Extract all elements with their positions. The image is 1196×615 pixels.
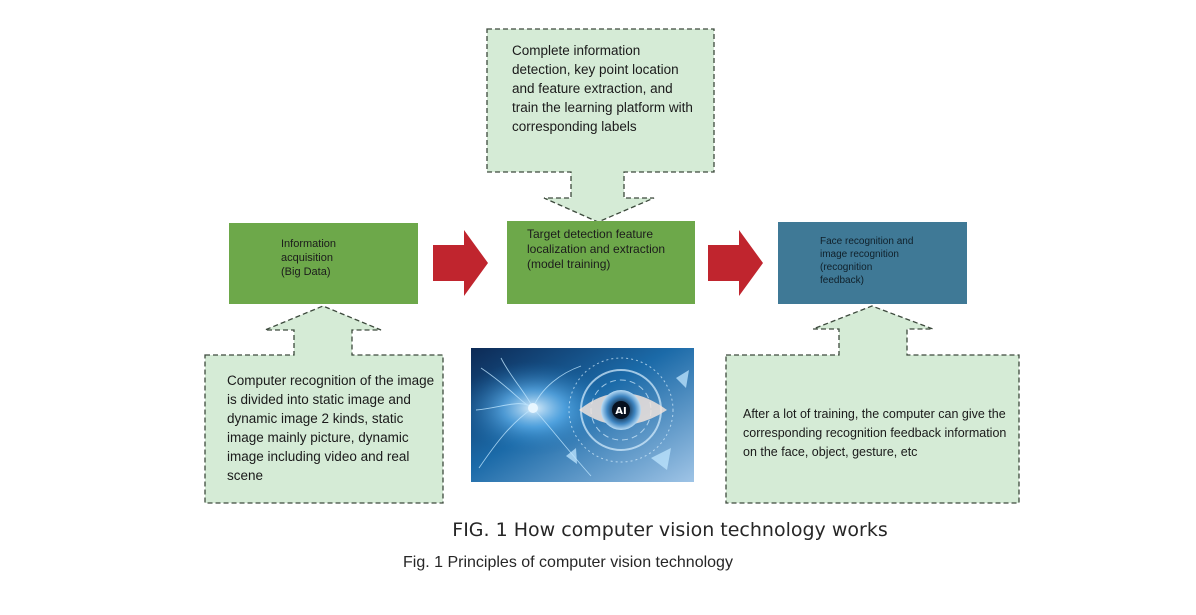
process-face-line-2: image recognition: [820, 249, 899, 260]
callout-top-text: Complete information detection, key poin…: [512, 43, 693, 134]
process-face-line-1: Face recognition and: [820, 236, 914, 247]
arrow-target-to-face: [708, 230, 763, 296]
process-acquisition-label: Information acquisition (Big Data): [281, 237, 401, 279]
callout-top-shape: [486, 28, 715, 223]
ai-eye-illustration: AI: [471, 348, 694, 482]
figure-caption-main: FIG. 1 How computer vision technology wo…: [0, 519, 1196, 541]
arrow-acquisition-to-target: [433, 230, 488, 296]
callout-right-text: After a lot of training, the computer ca…: [743, 407, 1007, 459]
callout-left-text: Computer recognition of the image is div…: [227, 373, 435, 483]
process-box-information-acquisition: Information acquisition (Big Data): [229, 223, 418, 304]
process-box-target-detection: Target detection feature localization an…: [507, 221, 695, 304]
process-face-line-4: feedback): [820, 275, 864, 286]
figure-caption-sub: Fig. 1 Principles of computer vision tec…: [403, 554, 733, 571]
process-acquisition-line-2: acquisition: [281, 252, 333, 264]
process-face-line-3: (recognition: [820, 262, 873, 273]
ai-badge-text: AI: [615, 406, 626, 417]
process-target-label: Target detection feature localization an…: [527, 227, 666, 271]
callout-right-shape: [725, 305, 1020, 504]
process-acquisition-line-1: Information: [281, 238, 337, 250]
callout-left-shape: [204, 305, 444, 504]
process-acquisition-line-3: (Big Data): [281, 266, 331, 278]
process-face-label: Face recognition and image recognition (…: [820, 235, 960, 287]
figure-caption-main-text: FIG. 1 How computer vision technology wo…: [452, 519, 888, 541]
process-box-face-recognition: Face recognition and image recognition (…: [778, 222, 967, 304]
